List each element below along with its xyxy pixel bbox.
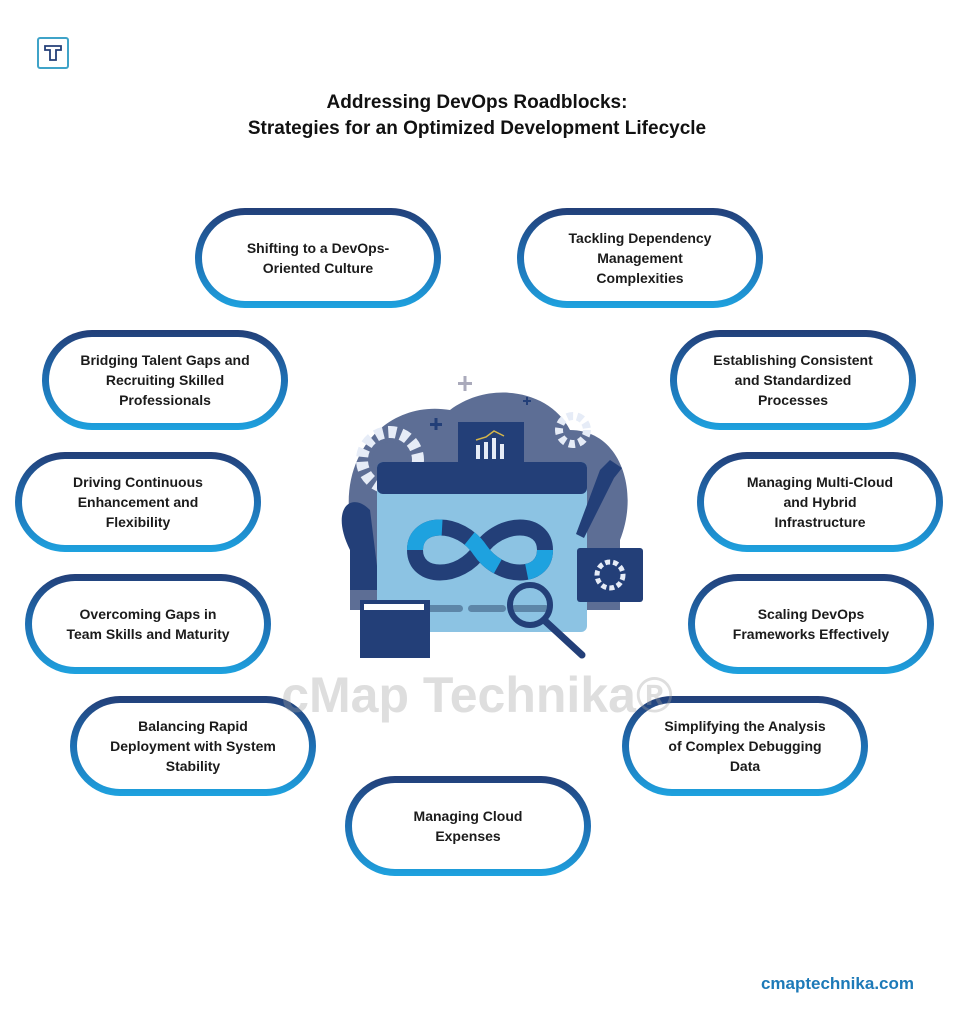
browser-titlebar bbox=[377, 462, 587, 494]
bar-chart-icon bbox=[475, 430, 505, 459]
strategy-pill: Simplifying the Analysis of Complex Debu… bbox=[622, 696, 868, 796]
watermark: cMap Technika® bbox=[281, 667, 673, 723]
devops-illustration bbox=[341, 376, 643, 659]
code-settings-card bbox=[577, 548, 643, 602]
strategy-label: Simplifying the Analysis of Complex Debu… bbox=[629, 703, 861, 789]
strategy-label: Overcoming Gaps in Team Skills and Matur… bbox=[32, 581, 264, 667]
strategy-pill: Balancing Rapid Deployment with System S… bbox=[70, 696, 316, 796]
strategy-label: Bridging Talent Gaps and Recruiting Skil… bbox=[49, 337, 281, 423]
strategy-pill: Establishing Consistent and Standardized… bbox=[670, 330, 916, 430]
website-link[interactable]: cmaptechnika.com bbox=[760, 974, 914, 993]
strategy-label: Driving Continuous Enhancement and Flexi… bbox=[22, 459, 254, 545]
strategy-pill: Overcoming Gaps in Team Skills and Matur… bbox=[25, 574, 271, 674]
strategy-label: Tackling Dependency Management Complexit… bbox=[524, 215, 756, 301]
gear-icon bbox=[594, 559, 626, 591]
strategy-pill: Managing Multi-Cloud and Hybrid Infrastr… bbox=[697, 452, 943, 552]
strategy-label: Shifting to a DevOps-Oriented Culture bbox=[202, 215, 434, 301]
strategy-pill: Driving Continuous Enhancement and Flexi… bbox=[15, 452, 261, 552]
strategy-label: Establishing Consistent and Standardized… bbox=[677, 337, 909, 423]
gear-icon bbox=[555, 412, 591, 448]
title-line-1: Addressing DevOps Roadblocks: bbox=[326, 92, 628, 113]
strategy-pill: Tackling Dependency Management Complexit… bbox=[517, 208, 763, 308]
strategy-label: Managing Cloud Expenses bbox=[352, 783, 584, 869]
strategy-pill: Shifting to a DevOps-Oriented Culture bbox=[195, 208, 441, 308]
logo-t-icon bbox=[44, 45, 62, 61]
chart-card bbox=[458, 422, 524, 466]
strategy-pill: Bridging Talent Gaps and Recruiting Skil… bbox=[42, 330, 288, 430]
leaf-shape bbox=[341, 502, 380, 590]
page-title: Addressing DevOps Roadblocks: Strategies… bbox=[0, 90, 954, 142]
progress-bars bbox=[425, 605, 549, 612]
strategy-label: Scaling DevOps Frameworks Effectively bbox=[695, 581, 927, 667]
wrench-icon bbox=[576, 460, 622, 538]
plus-icon bbox=[458, 376, 472, 391]
strategy-label: Managing Multi-Cloud and Hybrid Infrastr… bbox=[704, 459, 936, 545]
magnifier-icon bbox=[507, 582, 586, 659]
plus-icon bbox=[430, 397, 531, 430]
strategy-pill: Managing Cloud Expenses bbox=[345, 776, 591, 876]
brand-logo bbox=[37, 37, 69, 69]
title-line-2: Strategies for an Optimized Development … bbox=[247, 118, 707, 139]
strategy-label: Balancing Rapid Deployment with System S… bbox=[77, 703, 309, 789]
strategy-pill: Scaling DevOps Frameworks Effectively bbox=[688, 574, 934, 674]
